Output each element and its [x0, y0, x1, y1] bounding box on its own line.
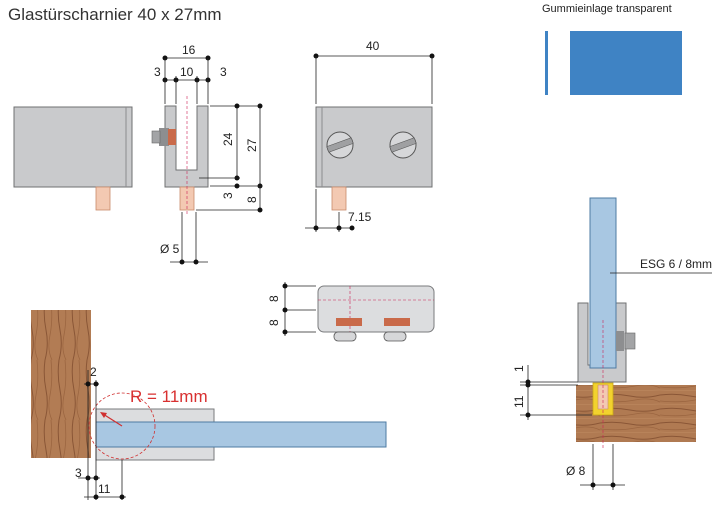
dim-right-1: 1 — [512, 365, 526, 372]
dim-screw-8-top: 8 — [267, 295, 281, 302]
radius-label: R = 11mm — [130, 387, 208, 406]
hinge-screw-view — [315, 106, 433, 211]
hinge-side-view — [13, 106, 133, 211]
wood-door-frame — [31, 310, 91, 458]
dim-bottom-8: 8 — [245, 196, 259, 203]
installation-cross-section: ESG 6 / 8mm 1 11 Ø 8 — [512, 197, 712, 490]
dim-height-27: 27 — [245, 138, 259, 152]
legend-label: Gummieinlage transparent — [542, 3, 672, 15]
glass-panel-top — [95, 421, 387, 448]
radius-circle — [88, 392, 156, 460]
dim-bottom-left-3: 3 — [75, 466, 82, 480]
rubber-insert-swatch — [570, 31, 682, 95]
dim-side-3-left: 3 — [154, 65, 161, 79]
screw-head-left — [326, 131, 354, 159]
bottom-view-dimensions: 8 8 — [267, 282, 316, 336]
dim-screw-8-bottom: 8 — [267, 319, 281, 326]
page-title: Glastürscharnier 40 x 27mm — [8, 5, 222, 24]
installation-top-view: R = 11mm 2 3 11 — [31, 310, 387, 500]
dim-pin-diameter: Ø 5 — [160, 242, 180, 256]
rubber-pad-right — [384, 318, 410, 326]
rubber-pad-left — [336, 318, 362, 326]
dim-gap-2: 2 — [90, 365, 97, 379]
dim-side-3-right: 3 — [220, 65, 227, 79]
dim-right-11: 11 — [512, 395, 526, 408]
dim-width-16: 16 — [182, 43, 196, 57]
dim-right-diameter: Ø 8 — [566, 464, 586, 478]
dim-length-40: 40 — [366, 39, 380, 53]
front-dimensions: 16 10 3 3 24 27 3 8 Ø 5 — [154, 43, 263, 265]
glass-type-label: ESG 6 / 8mm — [640, 257, 712, 271]
hinge-bottom-view — [317, 285, 435, 342]
screw-head-right — [389, 131, 417, 159]
dim-width-10: 10 — [180, 65, 194, 79]
pivot-pin — [95, 186, 111, 211]
dim-bottom-left-11: 11 — [98, 482, 111, 496]
glass-panel-section — [589, 197, 617, 369]
dim-height-24: 24 — [221, 132, 235, 146]
hinge-front-view — [151, 96, 209, 215]
rubber-strip-edge-swatch — [545, 31, 548, 95]
dim-pin-offset: 7.15 — [348, 210, 372, 224]
dim-bottom-3: 3 — [221, 192, 235, 199]
screw-view-dimensions: 40 7.15 — [305, 39, 435, 232]
